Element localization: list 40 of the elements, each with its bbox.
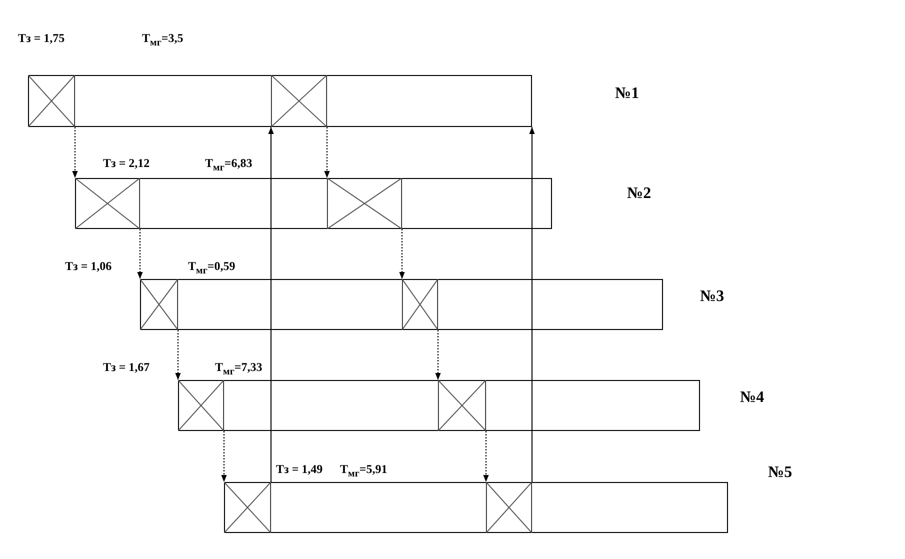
- row-number: №4: [740, 389, 764, 407]
- crossed-box: [438, 380, 486, 431]
- timeline-bar: [178, 380, 700, 431]
- row-number: №2: [627, 185, 652, 203]
- time-label: Тз = 1,67: [103, 360, 150, 375]
- crossed-box: [486, 482, 532, 533]
- arrow: [72, 126, 78, 178]
- time-label: Тз = 2,12: [103, 156, 150, 171]
- row-number: №1: [615, 85, 640, 103]
- crossed-box: [327, 178, 402, 229]
- time-label: Т$_{мг}$=0,59: [188, 259, 236, 276]
- crossed-box: [75, 178, 140, 229]
- arrow: [483, 430, 489, 482]
- crossed-box: [28, 75, 75, 127]
- crossed-box: [178, 380, 224, 431]
- crossed-box: [402, 279, 438, 330]
- crossed-box: [140, 279, 178, 330]
- time-label: Т$_{мг}$=6,83: [205, 156, 252, 174]
- crossed-box: [224, 482, 271, 533]
- time-label: Т$_{мг}$=5,91: [340, 462, 388, 480]
- time-label: Тз = 1,06: [65, 259, 112, 274]
- arrow: [399, 228, 405, 280]
- arrow: [529, 126, 535, 482]
- timeline-bar: [28, 75, 532, 127]
- row-number: №5: [768, 464, 792, 482]
- time-label: Тз = 1,49: [276, 462, 323, 477]
- arrow: [137, 228, 143, 280]
- time-label: Т$_{мг}$=3,5: [142, 31, 184, 48]
- arrow: [221, 430, 227, 482]
- row-number: №3: [700, 288, 724, 306]
- time-label: Тз = 1,75: [18, 31, 65, 46]
- arrow: [268, 126, 274, 482]
- time-label: Т$_{мг}$=7,33: [215, 360, 262, 378]
- arrow: [435, 330, 441, 380]
- timeline-bar: [75, 178, 552, 229]
- arrow: [324, 126, 330, 178]
- timeline-bar: [224, 482, 728, 533]
- crossed-box: [271, 75, 327, 127]
- arrow: [175, 330, 181, 380]
- timeline-bar: [140, 279, 663, 330]
